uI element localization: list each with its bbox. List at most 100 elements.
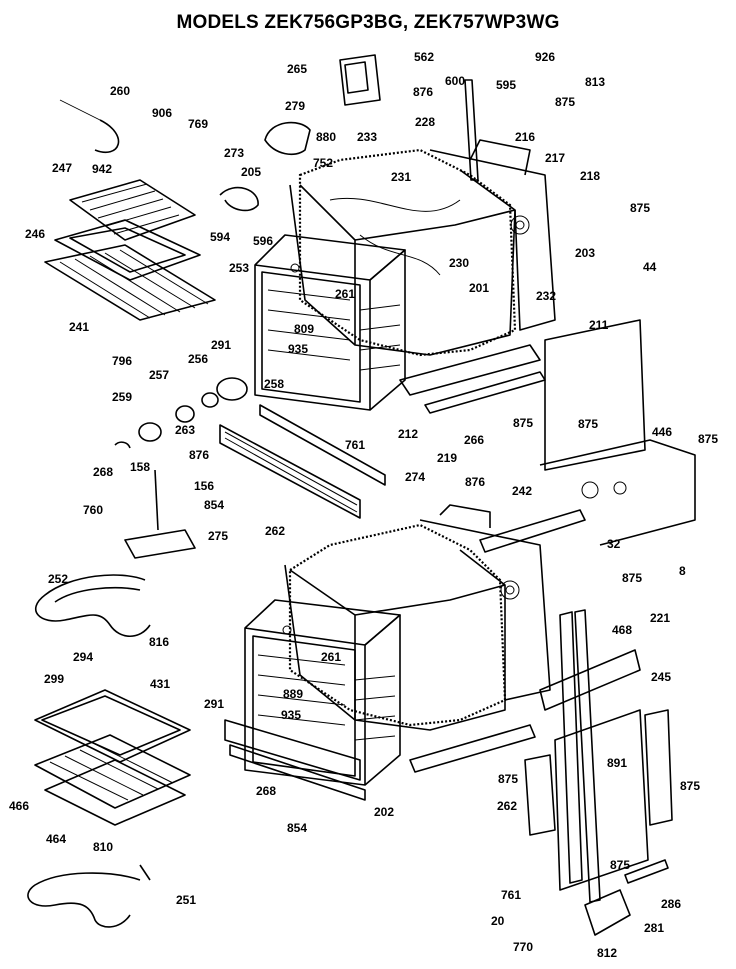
callout-279: 279: [285, 99, 305, 113]
lower-side-panel: [419, 504, 586, 701]
sensor-600: [464, 79, 479, 181]
callout-816: 816: [149, 635, 169, 649]
bake-element-252: [34, 574, 151, 638]
callout-275: 275: [208, 529, 228, 543]
callout-256: 256: [188, 352, 208, 366]
callout-247: 247: [52, 161, 72, 175]
callout-228: 228: [415, 115, 435, 129]
callout-218: 218: [580, 169, 600, 183]
callout-262: 262: [497, 799, 517, 813]
callout-595: 595: [496, 78, 516, 92]
callout-875: 875: [555, 95, 575, 109]
callout-233: 233: [357, 130, 377, 144]
oven-rack-241: [44, 244, 216, 321]
callout-44: 44: [643, 260, 657, 274]
callout-796: 796: [112, 354, 132, 368]
callout-854: 854: [287, 821, 307, 835]
callout-263: 263: [175, 423, 195, 437]
callout-217: 217: [545, 151, 565, 165]
callout-259: 259: [112, 390, 132, 404]
callout-216: 216: [515, 130, 535, 144]
callout-158: 158: [130, 460, 150, 474]
upper-oven-front-frame: [254, 234, 406, 411]
callout-760: 760: [83, 503, 103, 517]
element-mount-275: [124, 469, 196, 559]
callout-875: 875: [698, 432, 718, 446]
callout-446: 446: [652, 425, 672, 439]
callout-261: 261: [335, 287, 355, 301]
callout-260: 260: [110, 84, 130, 98]
callout-156: 156: [194, 479, 214, 493]
callout-230: 230: [449, 256, 469, 270]
callout-876: 876: [189, 448, 209, 462]
callout-265: 265: [287, 62, 307, 76]
callout-810: 810: [93, 840, 113, 854]
callout-252: 252: [48, 572, 68, 586]
callout-266: 266: [464, 433, 484, 447]
diagram-title: MODELS ZEK756GP3BG, ZEK757WP3WG: [176, 12, 560, 33]
callout-875: 875: [498, 772, 518, 786]
callout-246: 246: [25, 227, 45, 241]
rear-panel-211: [539, 319, 696, 546]
duct-594: [219, 186, 259, 212]
callout-880: 880: [316, 130, 336, 144]
callout-889: 889: [283, 687, 303, 701]
callout-854: 854: [204, 498, 224, 512]
callout-257: 257: [149, 368, 169, 382]
callout-268: 268: [256, 784, 276, 798]
callout-812: 812: [597, 946, 617, 960]
callout-875: 875: [578, 417, 598, 431]
panel-245: [644, 709, 673, 826]
upper-side-panel: [429, 139, 556, 331]
callout-274: 274: [405, 470, 425, 484]
callout-875: 875: [630, 201, 650, 215]
callout-205: 205: [241, 165, 261, 179]
callout-262: 262: [265, 524, 285, 538]
top-bracket-265: [339, 54, 381, 106]
callout-935: 935: [281, 708, 301, 722]
callout-291: 291: [204, 697, 224, 711]
callout-813: 813: [585, 75, 605, 89]
panel-221: [524, 649, 649, 891]
callout-231: 231: [391, 170, 411, 184]
callout-875: 875: [610, 858, 630, 872]
callout-273: 273: [224, 146, 244, 160]
callout-232: 232: [536, 289, 556, 303]
callout-299: 299: [44, 672, 64, 686]
callout-221: 221: [650, 611, 670, 625]
oven-rack-466: [34, 734, 191, 826]
oven-rack-431: [34, 689, 191, 763]
callout-253: 253: [229, 261, 249, 275]
callout-245: 245: [651, 670, 671, 684]
knob-assembly: [114, 377, 248, 449]
callout-201: 201: [469, 281, 489, 295]
callout-600: 600: [445, 74, 465, 88]
callout-891: 891: [607, 756, 627, 770]
lower-bottom-trim: [224, 719, 536, 801]
callout-906: 906: [152, 106, 172, 120]
callout-281: 281: [644, 921, 664, 935]
vent-duct-279: [264, 121, 311, 156]
callout-468: 468: [612, 623, 632, 637]
callout-291: 291: [211, 338, 231, 352]
callout-464: 464: [46, 832, 66, 846]
bracket-281: [584, 859, 669, 936]
callout-211: 211: [589, 318, 609, 332]
callout-268: 268: [93, 465, 113, 479]
callout-761: 761: [501, 888, 521, 902]
callout-752: 752: [313, 156, 333, 170]
callout-926: 926: [535, 50, 555, 64]
lower-oven-liner: [284, 523, 507, 731]
callout-761: 761: [345, 438, 365, 452]
broil-element-251: [27, 864, 151, 928]
callout-876: 876: [413, 85, 433, 99]
callout-431: 431: [150, 677, 170, 691]
callout-809: 809: [294, 322, 314, 336]
vent-trim-262: [219, 404, 386, 519]
callout-562: 562: [414, 50, 434, 64]
callout-202: 202: [374, 805, 394, 819]
callout-770: 770: [513, 940, 533, 954]
callout-251: 251: [176, 893, 196, 907]
callout-596: 596: [253, 234, 273, 248]
